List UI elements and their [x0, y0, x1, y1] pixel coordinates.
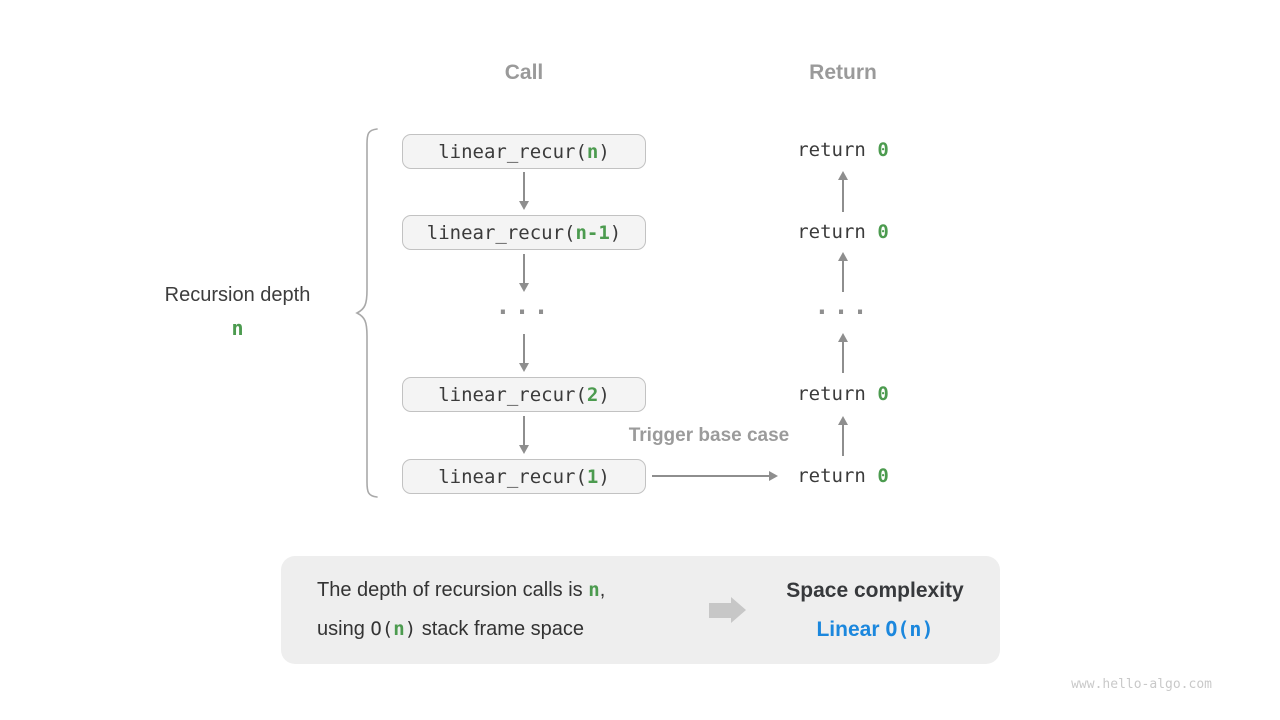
summary-var-n: n [588, 579, 600, 601]
recursion-depth-value: n [231, 316, 244, 340]
depth-brace-icon [355, 128, 378, 498]
code-text: ) [609, 221, 622, 244]
complexity-result: Space complexity Linear O(n) [770, 571, 980, 649]
return-statement: return 0 [763, 222, 923, 243]
return-ellipsis: ... [814, 291, 872, 320]
complexity-word: Linear [816, 618, 880, 641]
recursion-depth-text: Recursion depth [164, 284, 311, 306]
summary-line-1: The depth of recursion calls is n, [317, 571, 669, 610]
summary-line-2: using O(n) stack frame space [317, 610, 669, 649]
return-keyword: return [797, 465, 878, 487]
call-arrow-down-icon [519, 334, 529, 372]
call-arrow-down-icon [519, 254, 529, 292]
code-arg: n-1 [575, 221, 610, 244]
code-arg: 1 [586, 465, 599, 488]
code-arg: n [586, 140, 599, 163]
call-column-header: Call [504, 61, 544, 84]
call-box-n-1: linear_recur(n-1) [402, 215, 646, 250]
code-text: ) [598, 465, 610, 488]
code-text: ) [598, 140, 610, 163]
code-text: linear_recur( [438, 140, 587, 163]
return-value: 0 [877, 383, 889, 405]
summary-text: The depth of recursion calls is [317, 579, 589, 601]
return-value: 0 [877, 465, 889, 487]
summary-text: using [317, 618, 371, 640]
implies-arrow-icon [709, 597, 746, 623]
call-arrow-down-icon [519, 172, 529, 210]
code-text: linear_recur( [438, 383, 587, 406]
return-statement: return 0 [763, 140, 923, 161]
call-arrow-down-icon [519, 416, 529, 454]
return-arrow-up-icon [838, 333, 848, 373]
code-text: ) [598, 383, 610, 406]
summary-description: The depth of recursion calls is n, using… [317, 571, 669, 649]
code-text: linear_recur( [438, 465, 587, 488]
recursion-depth-label: Recursion depth n [130, 284, 345, 340]
summary-panel: The depth of recursion calls is n, using… [281, 556, 1000, 664]
complexity-code: O(n) [885, 617, 934, 641]
return-value: 0 [877, 139, 889, 161]
call-box-n: linear_recur(n) [402, 134, 646, 169]
trigger-base-case-label: Trigger base case [628, 425, 790, 446]
space-complexity-title: Space complexity [786, 579, 964, 602]
summary-text: stack frame space [416, 618, 585, 640]
return-statement: return 0 [763, 466, 923, 487]
call-ellipsis: ... [495, 291, 553, 320]
big-o-open: O( [370, 618, 394, 640]
return-arrow-up-icon [838, 416, 848, 456]
base-case-arrow-right-icon [652, 470, 778, 482]
return-statement: return 0 [763, 384, 923, 405]
big-o-close: ) [404, 618, 417, 640]
summary-var-n: n [393, 618, 405, 640]
site-watermark: www.hello-algo.com [1071, 677, 1212, 692]
space-complexity-value: Linear O(n) [770, 610, 980, 649]
return-arrow-up-icon [838, 171, 848, 212]
return-column-header: Return [809, 61, 877, 84]
call-box-1: linear_recur(1) [402, 459, 646, 494]
return-keyword: return [797, 139, 878, 161]
return-keyword: return [797, 383, 878, 405]
return-keyword: return [797, 221, 878, 243]
return-arrow-up-icon [838, 252, 848, 292]
return-value: 0 [877, 221, 889, 243]
summary-text: , [599, 579, 606, 601]
call-box-2: linear_recur(2) [402, 377, 646, 412]
code-arg: 2 [586, 383, 599, 406]
code-text: linear_recur( [426, 221, 576, 244]
